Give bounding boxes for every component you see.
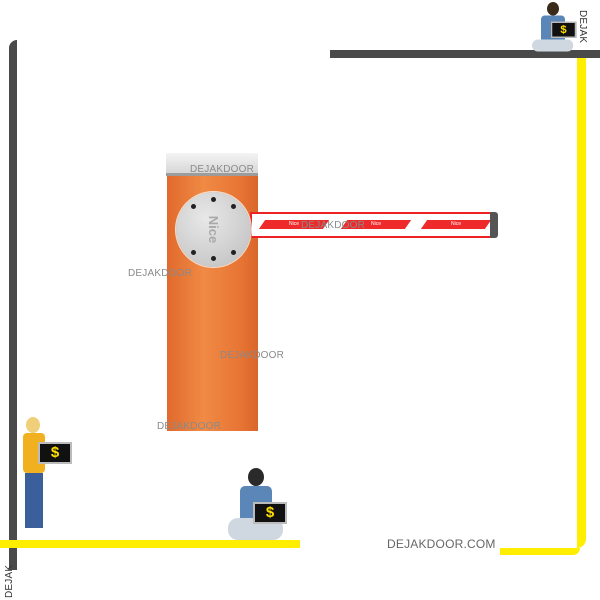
vertical-watermark: DEJAK — [4, 564, 15, 598]
laptop-screen: $ — [253, 502, 287, 524]
watermark: DEJAKDOOR — [157, 421, 222, 432]
watermark: DEJAKDOOR — [190, 164, 255, 175]
frame-bottom-right-bar — [500, 548, 580, 555]
frame-left-bar — [9, 40, 17, 570]
barrier-boom: Nice Nice Nice — [250, 212, 492, 238]
disc-brand-logo: Nice — [206, 215, 222, 244]
vertical-watermark: DEJAK — [577, 10, 588, 44]
watermark: DEJAKDOOR — [301, 220, 366, 231]
frame-bottom-bar — [0, 540, 300, 548]
barrier-cap — [166, 153, 258, 176]
frame-top-bar — [330, 50, 600, 58]
laptop-screen: $ — [550, 21, 577, 38]
boom-end-cap — [490, 212, 498, 238]
frame-right-bar — [577, 58, 586, 548]
boom-stripe: Nice — [420, 220, 492, 229]
laptop-screen: $ — [38, 442, 72, 464]
watermark: DEJAKDOOR — [128, 268, 193, 279]
motor-disc: Nice — [176, 192, 251, 267]
watermark: DEJAKDOOR — [220, 350, 285, 361]
site-watermark: DEJAKDOOR.COM — [387, 537, 496, 551]
